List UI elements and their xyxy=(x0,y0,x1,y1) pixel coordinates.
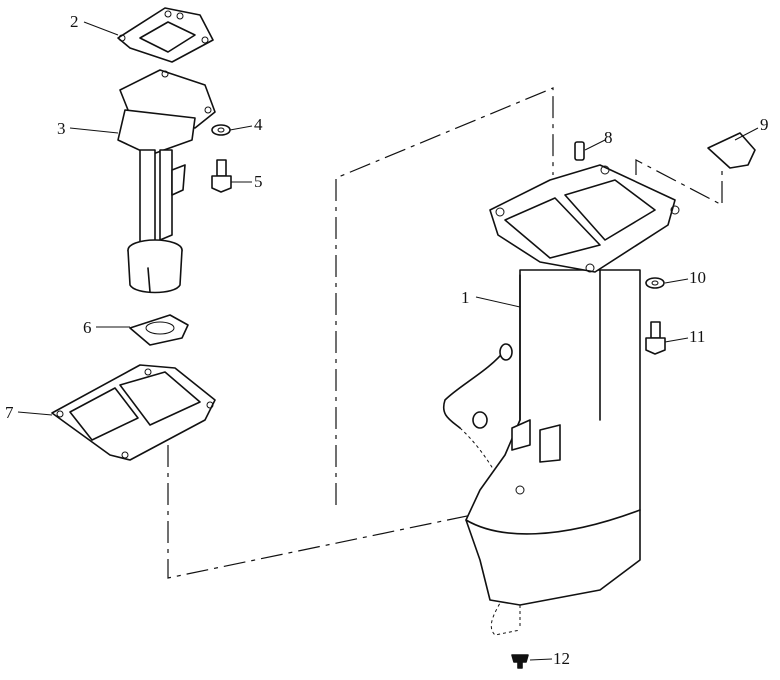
part-gasket-top xyxy=(117,7,214,63)
part-seal xyxy=(129,314,189,346)
part-dowel-pin xyxy=(574,141,585,161)
part-cover xyxy=(707,132,756,169)
callout-11: 11 xyxy=(689,327,705,346)
part-screw-12 xyxy=(511,654,529,669)
callout-10: 10 xyxy=(689,268,706,287)
callout-labels: 1 2 3 4 5 6 7 8 9 10 11 12 xyxy=(5,12,769,668)
part-washer-4 xyxy=(211,124,231,136)
callout-3: 3 xyxy=(57,119,66,138)
leader-lines xyxy=(17,21,759,661)
callout-8: 8 xyxy=(604,128,613,147)
part-gasket-bottom xyxy=(51,364,216,461)
part-exhaust-guide xyxy=(117,69,216,294)
callout-4: 4 xyxy=(254,115,263,134)
part-drive-shaft-housing xyxy=(442,164,680,606)
callout-6: 6 xyxy=(83,318,92,337)
part-bolt-11 xyxy=(645,321,666,355)
callout-7: 7 xyxy=(5,403,14,422)
callout-9: 9 xyxy=(760,115,769,134)
callout-1: 1 xyxy=(461,288,470,307)
part-bolt-5 xyxy=(211,159,232,193)
part-washer-10 xyxy=(645,277,665,289)
callout-5: 5 xyxy=(254,172,263,191)
callout-2: 2 xyxy=(70,12,79,31)
assembly-guide-lines xyxy=(167,87,723,636)
callout-12: 12 xyxy=(553,649,570,668)
